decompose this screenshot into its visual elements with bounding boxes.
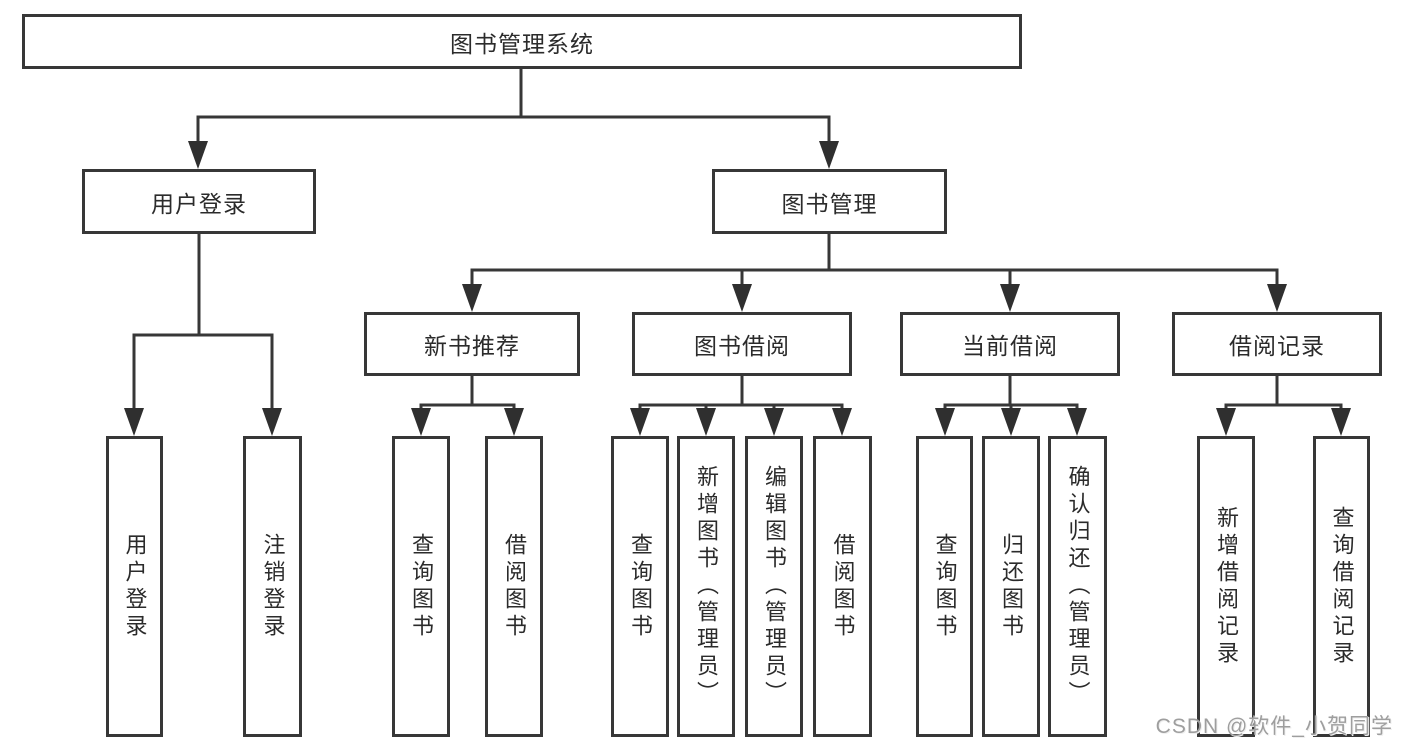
arrowhead-icon: [124, 408, 144, 436]
leaf-borrow-books: 借阅图书: [813, 436, 872, 737]
connector-current-to-leaves: [943, 375, 1079, 412]
leaf-confirm-return-admin: 确认归还（管理员）: [1048, 436, 1107, 737]
arrowhead-icon: [262, 408, 282, 436]
arrowhead-icon: [764, 408, 784, 436]
arrowhead-icon: [819, 141, 839, 169]
arrowheads: [124, 141, 1351, 436]
node-library-management-system: 图书管理系统: [22, 14, 1022, 69]
node-current-borrowing: 当前借阅: [900, 312, 1120, 376]
leaf-borrow-books-recommend: 借阅图书: [485, 436, 543, 737]
arrowhead-icon: [411, 408, 431, 436]
leaf-logout: 注销登录: [243, 436, 302, 737]
connector-records-to-leaves: [1224, 375, 1343, 412]
arrowhead-icon: [696, 408, 716, 436]
leaf-query-books-current: 查询图书: [916, 436, 973, 737]
leaf-user-login: 用户登录: [106, 436, 163, 737]
node-new-book-recommend: 新书推荐: [364, 312, 580, 376]
leaf-query-borrow-record: 查询借阅记录: [1313, 436, 1370, 737]
leaf-query-books-recommend: 查询图书: [392, 436, 450, 737]
leaf-edit-book-admin: 编辑图书（管理员）: [745, 436, 803, 737]
arrowhead-icon: [1001, 408, 1021, 436]
arrowhead-icon: [832, 408, 852, 436]
leaf-return-book: 归还图书: [982, 436, 1040, 737]
arrowhead-icon: [732, 284, 752, 312]
leaf-add-borrow-record: 新增借阅记录: [1197, 436, 1255, 737]
node-book-management: 图书管理: [712, 169, 947, 234]
connector-borrow-to-leaves: [638, 375, 844, 412]
arrowhead-icon: [504, 408, 524, 436]
arrowhead-icon: [1267, 284, 1287, 312]
node-book-borrowing: 图书借阅: [632, 312, 852, 376]
connector-login-to-leaves: [132, 232, 274, 412]
arrowhead-icon: [630, 408, 650, 436]
leaf-query-books-borrow: 查询图书: [611, 436, 669, 737]
arrowhead-icon: [1216, 408, 1236, 436]
connector-newbook-to-leaves: [419, 375, 516, 412]
connector-mgmt-to-level3: [470, 232, 1279, 288]
arrowhead-icon: [1067, 408, 1087, 436]
arrowhead-icon: [462, 284, 482, 312]
arrowhead-icon: [1331, 408, 1351, 436]
arrowhead-icon: [1000, 284, 1020, 312]
leaf-add-book-admin: 新增图书（管理员）: [677, 436, 735, 737]
node-borrowing-records: 借阅记录: [1172, 312, 1382, 376]
csdn-watermark: CSDN @软件_小贺同学: [1155, 715, 1393, 738]
connector-root-to-level2: [196, 66, 831, 145]
arrowhead-icon: [935, 408, 955, 436]
arrowhead-icon: [188, 141, 208, 169]
node-user-login: 用户登录: [82, 169, 316, 234]
